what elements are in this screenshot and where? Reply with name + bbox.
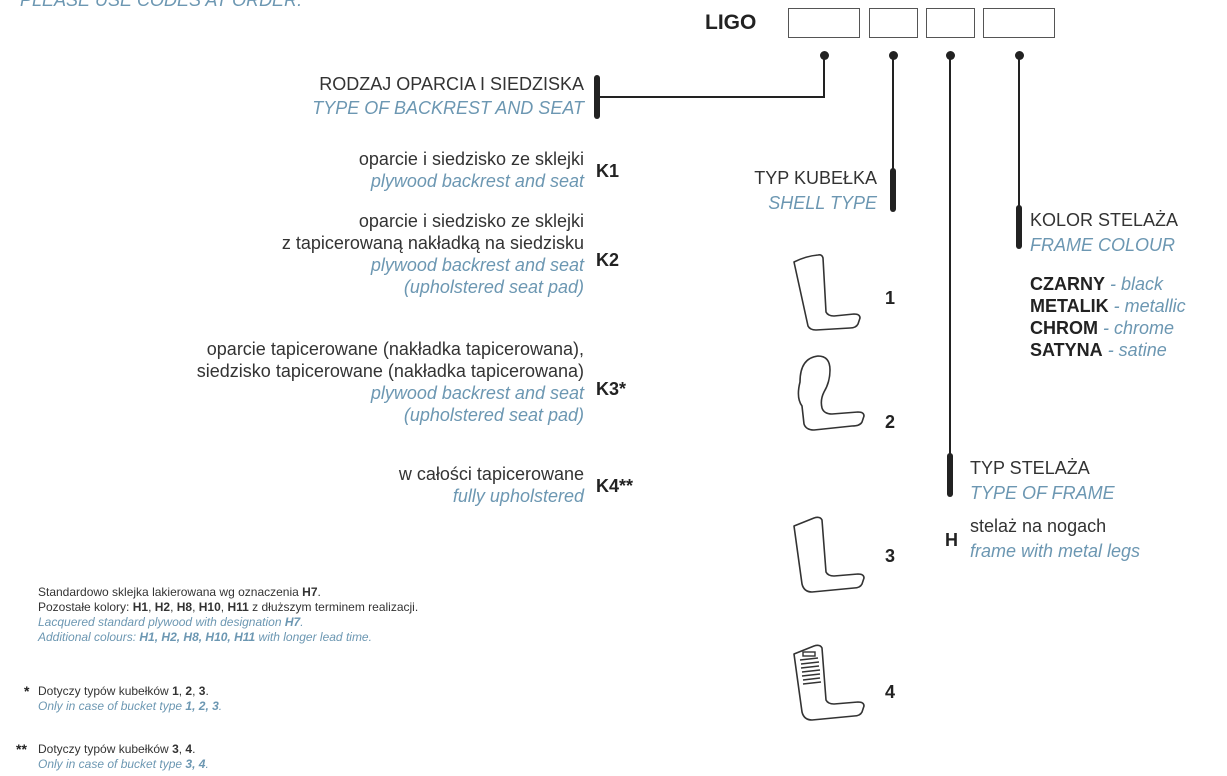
connector-dot-colour: [1015, 51, 1024, 60]
option-text-en: plywood backrest and seat: [370, 383, 584, 403]
shell-type-4-number: 4: [885, 682, 896, 702]
note-line-en: Only in case of bucket type 3, 4.: [38, 757, 209, 771]
shell-type-3-number: 3: [885, 546, 896, 566]
note-line-en: Only in case of bucket type 1, 2, 3.: [38, 699, 223, 713]
connector-line-backrest-v: [823, 58, 825, 97]
shell-type-4-icon: [793, 644, 865, 721]
connector-dot-backrest: [820, 51, 829, 60]
note-line-pl: Standardowo sklejka lakierowana wg oznac…: [38, 585, 321, 599]
code-k2: K2: [596, 250, 620, 270]
frame-section-bar: [947, 453, 953, 497]
option-text-en: plywood backrest and seat: [370, 171, 584, 191]
connector-dot-shell: [889, 51, 898, 60]
option-text-pl: w całości tapicerowane: [398, 464, 584, 484]
footnote-double-star: Dotyczy typów kubełków 3, 4. Only in cas…: [38, 742, 209, 772]
backrest-title-pl: RODZAJ OPARCIA I SIEDZISKA: [319, 74, 584, 94]
frame-title-pl: TYP STELAŻA: [970, 458, 1090, 478]
colour-option: METALIK - metallic: [1030, 295, 1186, 317]
colour-name-pl: CHROM: [1030, 318, 1098, 338]
colour-name-pl: CZARNY: [1030, 274, 1105, 294]
backrest-option-k1: oparcie i siedzisko ze sklejki plywood b…: [359, 148, 584, 192]
note-line-en: Lacquered standard plywood with designat…: [38, 615, 304, 629]
shell-type-2-number: 2: [885, 412, 896, 432]
note-line-pl: Dotyczy typów kubełków 3, 4.: [38, 742, 196, 756]
standard-plywood-note: Standardowo sklejka lakierowana wg oznac…: [38, 585, 418, 645]
frame-desc-pl: stelaż na nogach: [970, 516, 1107, 536]
connector-line-shell: [892, 58, 894, 170]
note-line-pl: Pozostałe kolory: H1, H2, H8, H10, H11 z…: [38, 600, 419, 614]
option-text-pl: oparcie tapicerowane (nakładka tapicerow…: [206, 339, 584, 359]
colour-title-en: FRAME COLOUR: [1030, 235, 1176, 255]
colour-options-list: CZARNY - black METALIK - metallic CHROM …: [1030, 273, 1186, 361]
code-box-frame[interactable]: [926, 8, 975, 38]
colour-option: SATYNA - satine: [1030, 339, 1186, 361]
option-text-en: plywood backrest and seat: [370, 255, 584, 275]
shell-type-1-icon: [793, 254, 861, 331]
code-k3: K3*: [596, 379, 627, 399]
colour-name-en: - metallic: [1113, 296, 1186, 316]
option-text-pl: oparcie i siedzisko ze sklejki: [358, 211, 584, 231]
backrest-option-k2: oparcie i siedzisko ze sklejki z tapicer…: [282, 210, 584, 298]
code-box-backrest[interactable]: [788, 8, 860, 38]
shell-type-3-icon: [793, 516, 865, 593]
backrest-section-bar: [594, 75, 600, 119]
code-box-colour[interactable]: [983, 8, 1055, 38]
frame-title-en: TYPE OF FRAME: [970, 483, 1115, 503]
colour-title-pl: KOLOR STELAŻA: [1030, 210, 1179, 230]
connector-line-frame: [949, 58, 951, 454]
colour-name-en: - satine: [1107, 340, 1167, 360]
shell-section-bar: [890, 168, 896, 212]
option-text-pl: siedzisko tapicerowane (nakładka tapicer…: [196, 361, 584, 381]
colour-name-en: - chrome: [1103, 318, 1175, 338]
shell-title-en: SHELL TYPE: [768, 193, 877, 213]
colour-option: CZARNY - black: [1030, 273, 1186, 295]
code-k1: K1: [596, 161, 620, 181]
footnote-double-star-mark: **: [16, 741, 27, 757]
option-text-pl: z tapicerowaną nakładką na siedzisku: [281, 233, 584, 253]
connector-line-colour: [1018, 58, 1020, 208]
option-text-en: (upholstered seat pad): [403, 405, 584, 425]
shell-type-1-number: 1: [885, 288, 896, 308]
option-text-en: (upholstered seat pad): [403, 277, 584, 297]
shell-title-pl: TYP KUBEŁKA: [754, 168, 877, 188]
shell-type-2-icon: [797, 355, 865, 431]
option-text-en: fully upholstered: [452, 486, 584, 506]
colour-option: CHROM - chrome: [1030, 317, 1186, 339]
footnote-star-mark: *: [24, 683, 30, 699]
product-name: LIGO: [705, 11, 757, 34]
colour-section-bar: [1016, 205, 1022, 249]
code-box-shell[interactable]: [869, 8, 918, 38]
footnote-star: Dotyczy typów kubełków 1, 2, 3. Only in …: [38, 684, 222, 714]
colour-name-en: - black: [1110, 274, 1164, 294]
colour-name-pl: METALIK: [1030, 296, 1109, 316]
option-text-pl: oparcie i siedzisko ze sklejki: [358, 149, 584, 169]
backrest-title-en: TYPE OF BACKREST AND SEAT: [312, 98, 584, 118]
note-line-en: Additional colours: H1, H2, H8, H10, H11…: [38, 630, 372, 644]
note-line-pl: Dotyczy typów kubełków 1, 2, 3.: [38, 684, 209, 698]
backrest-option-k4: w całości tapicerowane fully upholstered: [399, 463, 584, 507]
backrest-option-k3: oparcie tapicerowane (nakładka tapicerow…: [197, 338, 584, 426]
code-k4: K4**: [596, 476, 634, 496]
frame-code: H: [945, 530, 958, 550]
connector-dot-frame: [946, 51, 955, 60]
connector-line-backrest-h: [599, 96, 825, 98]
colour-name-pl: SATYNA: [1030, 340, 1103, 360]
frame-desc-en: frame with metal legs: [970, 541, 1141, 561]
order-note: PLEASE USE CODES AT ORDER:: [20, 0, 303, 10]
